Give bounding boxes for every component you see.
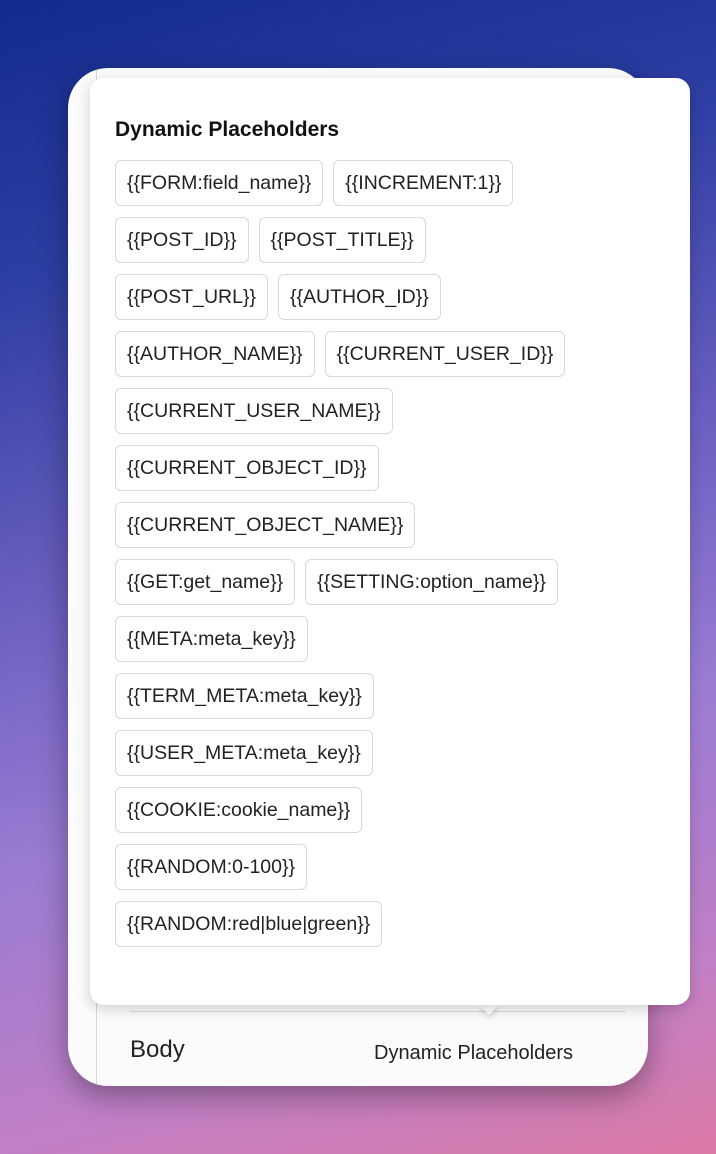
placeholder-row: {{AUTHOR_NAME}}{{CURRENT_USER_ID}}	[115, 331, 675, 377]
placeholder-chip[interactable]: {{RANDOM:0-100}}	[115, 844, 308, 890]
placeholder-chip[interactable]: {{INCREMENT:1}}	[333, 160, 514, 206]
placeholder-chip[interactable]: {{POST_URL}}	[115, 274, 268, 320]
placeholder-chip[interactable]: {{COOKIE:cookie_name}}	[115, 787, 363, 833]
placeholder-chip[interactable]: {{AUTHOR_NAME}}	[115, 331, 315, 377]
placeholder-chip[interactable]: {{USER_META:meta_key}}	[115, 730, 373, 776]
body-label: Body	[130, 1036, 185, 1063]
placeholders-popover: Dynamic Placeholders {{FORM:field_name}}…	[90, 78, 690, 1005]
placeholder-chip[interactable]: {{POST_ID}}	[115, 217, 249, 263]
placeholder-chip[interactable]: {{CURRENT_OBJECT_NAME}}	[115, 502, 416, 548]
placeholder-chip[interactable]: {{CURRENT_USER_ID}}	[324, 331, 566, 377]
placeholder-chip[interactable]: {{CURRENT_USER_NAME}}	[115, 388, 393, 434]
dynamic-placeholders-button[interactable]: Dynamic Placeholders	[374, 1042, 573, 1064]
placeholder-row: {{FORM:field_name}}{{INCREMENT:1}}	[115, 160, 675, 206]
placeholder-row: {{META:meta_key}}	[115, 616, 675, 662]
footer-divider	[130, 1011, 626, 1012]
placeholder-chip[interactable]: {{FORM:field_name}}	[115, 160, 324, 206]
placeholder-row: {{GET:get_name}}{{SETTING:option_name}}	[115, 559, 675, 605]
placeholder-chip[interactable]: {{TERM_META:meta_key}}	[115, 673, 374, 719]
placeholder-row: {{RANDOM:red|blue|green}}	[115, 901, 675, 947]
placeholder-chip[interactable]: {{POST_TITLE}}	[258, 217, 426, 263]
placeholder-row: {{CURRENT_USER_NAME}}	[115, 388, 675, 434]
placeholder-row: {{RANDOM:0-100}}	[115, 844, 675, 890]
placeholder-chip[interactable]: {{AUTHOR_ID}}	[278, 274, 441, 320]
placeholder-row: {{POST_ID}}{{POST_TITLE}}	[115, 217, 675, 263]
placeholder-row: {{USER_META:meta_key}}	[115, 730, 675, 776]
placeholder-row: {{TERM_META:meta_key}}	[115, 673, 675, 719]
placeholder-row: {{POST_URL}}{{AUTHOR_ID}}	[115, 274, 675, 320]
placeholder-chip[interactable]: {{CURRENT_OBJECT_ID}}	[115, 445, 379, 491]
popover-title: Dynamic Placeholders	[115, 118, 340, 141]
placeholder-chip[interactable]: {{RANDOM:red|blue|green}}	[115, 901, 383, 947]
placeholder-row: {{CURRENT_OBJECT_ID}}	[115, 445, 675, 491]
placeholder-chip[interactable]: {{SETTING:option_name}}	[305, 559, 558, 605]
placeholder-list: {{FORM:field_name}}{{INCREMENT:1}} {{POST…	[115, 160, 675, 947]
placeholder-chip[interactable]: {{META:meta_key}}	[115, 616, 308, 662]
placeholder-chip[interactable]: {{GET:get_name}}	[115, 559, 296, 605]
placeholder-row: {{CURRENT_OBJECT_NAME}}	[115, 502, 675, 548]
placeholder-row: {{COOKIE:cookie_name}}	[115, 787, 675, 833]
